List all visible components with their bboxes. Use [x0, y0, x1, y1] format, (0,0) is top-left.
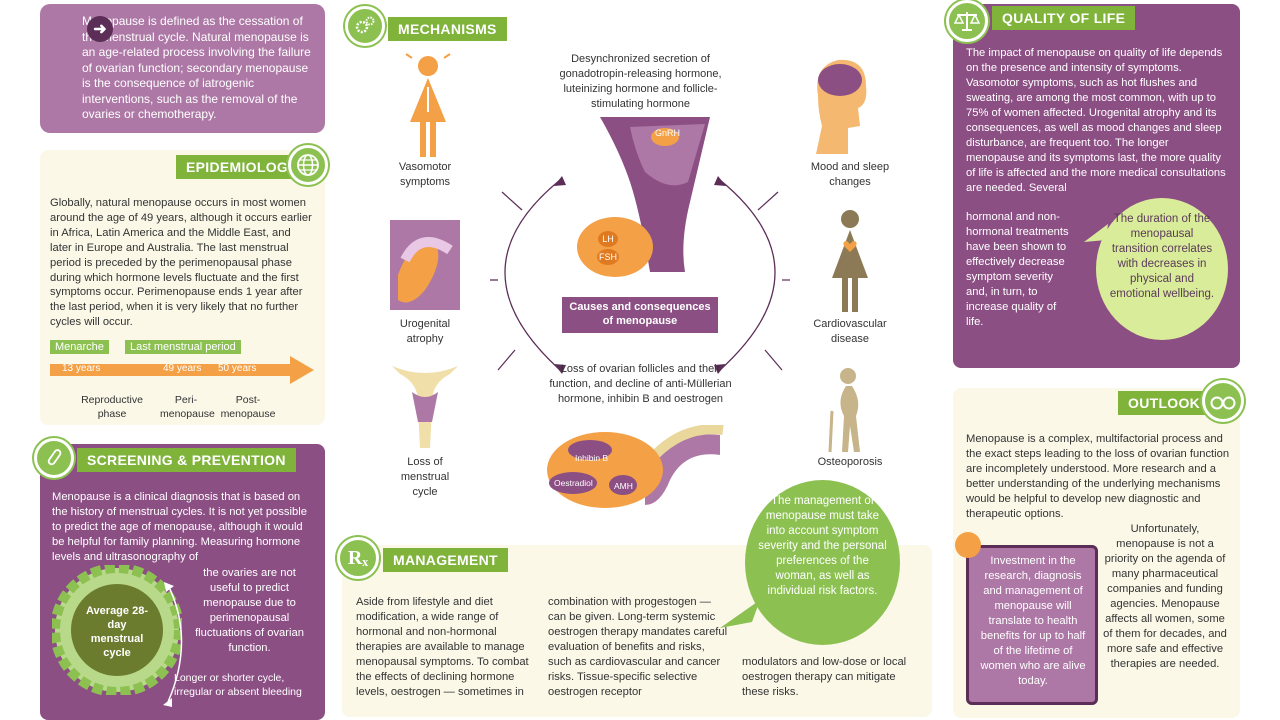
quality-bubble: The duration of the menopausal transitio… [1096, 198, 1228, 340]
phase-peri: Peri-menopause [160, 394, 215, 420]
cycle-wheel [52, 565, 182, 695]
screening-body: Menopause is a clinical diagnosis that i… [52, 491, 307, 563]
quality-bubble-text: The duration of the menopausal transitio… [1109, 213, 1215, 300]
gears-icon [345, 6, 385, 46]
quality-title: QUALITY OF LIFE [992, 6, 1136, 30]
top-hormone-text: Desynchronized secretion of gonadotropin… [559, 53, 722, 110]
quality-body-2: hormonal and non-hormonal treatments hav… [966, 211, 1069, 328]
vasomotor-figure [405, 53, 451, 157]
orange-dot [955, 532, 981, 558]
age-13: 13 years [62, 363, 101, 374]
vasomotor-label: Vasomotor symptoms [398, 161, 452, 188]
scales-icon [946, 0, 988, 42]
binoculars-icon [1202, 380, 1244, 422]
rx-icon: Rₓ [337, 537, 379, 579]
management-col2: combination with progestogen — can be gi… [548, 596, 728, 698]
age-49: 49 years [163, 363, 202, 374]
screening-title: SCREENING & PREVENTION [77, 448, 296, 472]
cardio-figure [832, 210, 868, 312]
definition-text: Menopause is defined as the cessation of… [82, 14, 311, 121]
arrow-right-icon: ➜ [87, 16, 113, 42]
management-col3: modulators and low-dose or local oestrog… [742, 656, 907, 698]
urogenital-label: Urogenital atrophy [399, 318, 451, 345]
outlook-box-text: Investment in the research, diagnosis an… [980, 555, 1086, 687]
age-50: 50 years [218, 363, 257, 374]
osteo-label: Osteoporosis [817, 456, 883, 468]
uterus-figure [392, 366, 458, 448]
cycle-arrow [163, 582, 183, 707]
outlook-title: OUTLOOK [1118, 391, 1211, 415]
cardio-label: Cardiovascular disease [813, 318, 887, 345]
epidemiology-body: Globally, natural menopause occurs in mo… [50, 197, 312, 329]
outlook-body: Menopause is a complex, multifactorial p… [966, 433, 1230, 520]
quality-body: The impact of menopause on quality of li… [966, 47, 1226, 194]
test-tube-icon [34, 438, 74, 478]
urogenital-figure [390, 220, 460, 310]
ovary-illustration [547, 425, 724, 508]
osteo-figure [828, 368, 860, 453]
outlook-box: Investment in the research, diagnosis an… [966, 545, 1098, 705]
management-bubble: The management of menopause must take in… [745, 480, 900, 645]
cycle-label: Average 28-day menstrual cycle [86, 605, 148, 659]
phase-post: Post-menopause [220, 394, 276, 420]
screening-body-2: the ovaries are not useful to predict me… [195, 567, 304, 654]
lh-label: LH [598, 231, 618, 247]
management-title: MANAGEMENT [383, 548, 508, 572]
loss-cycle-label: Loss of menstrual cycle [400, 456, 450, 498]
mechanisms-title: MECHANISMS [388, 17, 507, 41]
cycle-arrows [490, 176, 790, 374]
amh-label: AMH [614, 481, 633, 491]
management-col1: Aside from lifestyle and diet modificati… [356, 596, 529, 698]
timeline-arrow [50, 356, 314, 384]
head-figure [816, 59, 867, 154]
management-bubble-tail [720, 600, 760, 628]
last-period-label: Last menstrual period [125, 340, 241, 354]
fsh-label: FSH [597, 249, 619, 265]
epidemiology-panel [40, 150, 325, 425]
pituitary-illustration [577, 117, 710, 277]
globe-icon [288, 145, 328, 185]
inhibin-label: Inhibin B [575, 453, 609, 463]
gnrh-label: GnRH [655, 128, 681, 138]
timeline: Menarche Last menstrual period 13 years … [50, 340, 318, 425]
mood-label: Mood and sleep changes [810, 161, 890, 188]
epidemiology-title: EPIDEMIOLOGY [176, 155, 308, 179]
quality-bubble-tail [1084, 224, 1108, 242]
definition-panel: ➜ Menopause is defined as the cessation … [40, 4, 325, 133]
menarche-label: Menarche [50, 340, 109, 354]
cycle-note: Longer or shorter cycle, irregular or ab… [174, 672, 302, 698]
phase-reproductive: Reproductive phase [81, 394, 143, 420]
outlook-body-2: Unfortunately, menopause is not a priori… [1103, 523, 1227, 670]
bottom-hormone-text: Loss of ovarian follicles and their func… [549, 363, 732, 405]
management-bubble-text: The management of menopause must take in… [758, 495, 887, 597]
center-label: Causes and consequences of menopause [562, 297, 718, 333]
oestradiol-label: Oestradiol [554, 478, 593, 488]
